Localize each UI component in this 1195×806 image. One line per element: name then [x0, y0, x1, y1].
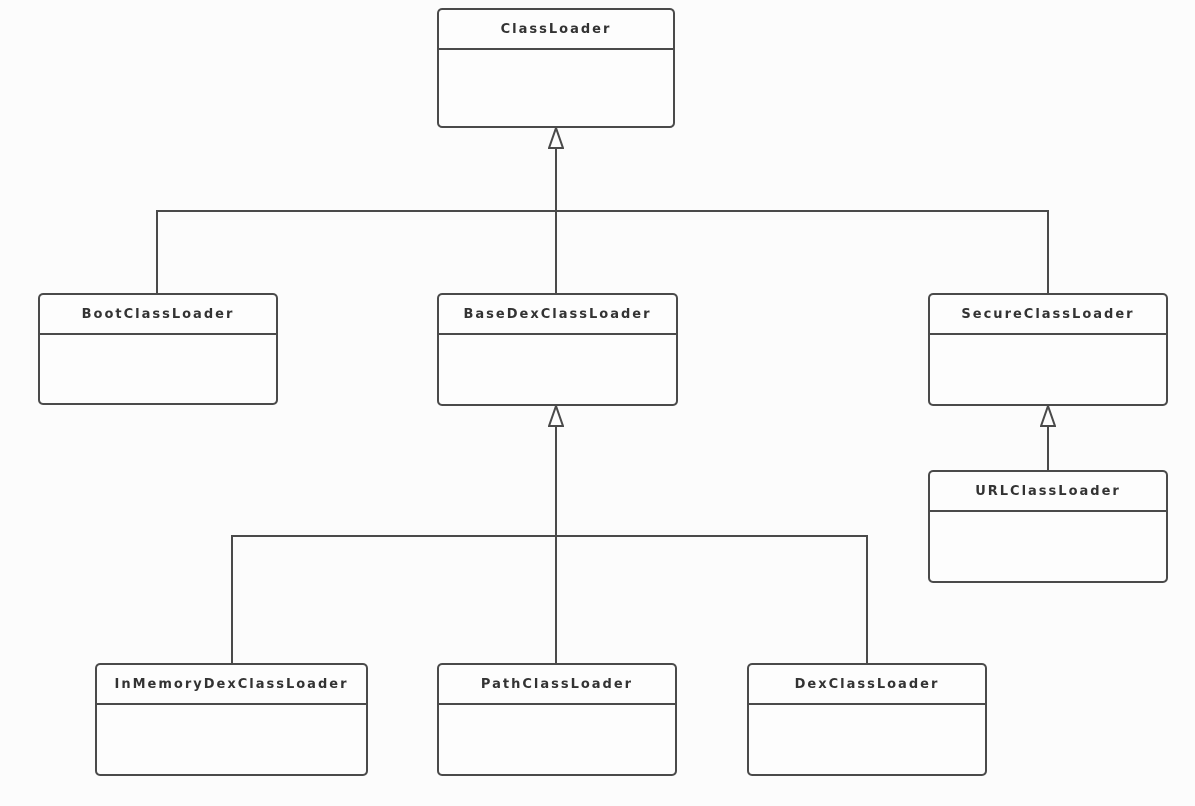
class-body-compartment: [97, 705, 366, 774]
class-box-bootclassloader: BootClassLoader: [38, 293, 278, 405]
edge-line-inmemorydex-drop: [231, 535, 233, 665]
class-box-inmemorydexclassloader: InMemoryDexClassLoader: [95, 663, 368, 776]
class-box-secureclassloader: SecureClassLoader: [928, 293, 1168, 406]
class-box-basedexclassloader: BaseDexClassLoader: [437, 293, 678, 406]
class-name-label: InMemoryDexClassLoader: [97, 665, 366, 705]
class-body-compartment: [749, 705, 985, 774]
class-box-classloader: ClassLoader: [437, 8, 675, 128]
class-name-label: DexClassLoader: [749, 665, 985, 705]
edge-line-basedex-trunk: [555, 426, 557, 665]
edge-line-classloader-trunk: [555, 148, 557, 295]
class-name-label: URLClassLoader: [930, 472, 1166, 512]
class-name-label: SecureClassLoader: [930, 295, 1166, 335]
class-box-pathclassloader: PathClassLoader: [437, 663, 677, 776]
edge-line-secureclassloader-drop: [1047, 210, 1049, 295]
generalization-arrow-icon: [548, 127, 564, 149]
class-box-dexclassloader: DexClassLoader: [747, 663, 987, 776]
class-body-compartment: [439, 705, 675, 774]
class-name-label: BaseDexClassLoader: [439, 295, 676, 335]
edge-line-classloader-bus: [156, 210, 1049, 212]
class-body-compartment: [40, 335, 276, 403]
class-body-compartment: [930, 335, 1166, 404]
generalization-arrow-icon: [1040, 405, 1056, 427]
class-name-label: PathClassLoader: [439, 665, 675, 705]
class-box-urlclassloader: URLClassLoader: [928, 470, 1168, 583]
class-name-label: ClassLoader: [439, 10, 673, 50]
edge-line-bootclassloader-drop: [156, 210, 158, 295]
class-body-compartment: [930, 512, 1166, 581]
class-name-label: BootClassLoader: [40, 295, 276, 335]
edge-line-urlclassloader: [1047, 426, 1049, 472]
class-body-compartment: [439, 335, 676, 404]
edge-line-dexclassloader-drop: [866, 535, 868, 665]
edge-line-basedex-bus: [231, 535, 868, 537]
generalization-arrow-icon: [548, 405, 564, 427]
class-body-compartment: [439, 50, 673, 126]
